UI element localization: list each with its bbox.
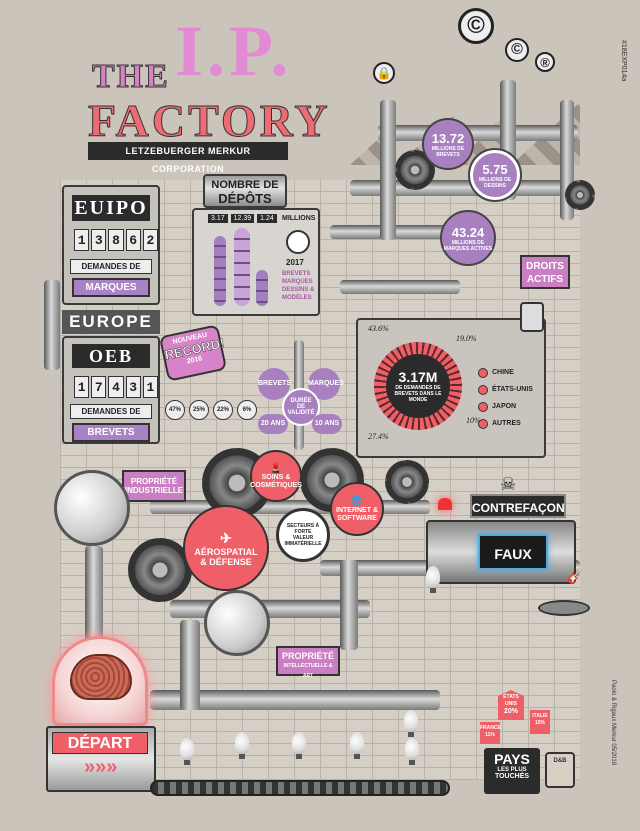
percent-badge: 47% (165, 400, 185, 420)
europe-label: EUROPE (62, 310, 160, 334)
country-japon: JAPON (492, 403, 517, 410)
validity-brevets: BREVETS (258, 368, 291, 400)
copyright-small-icon: © (505, 38, 529, 62)
depots-value-brevets: 3.17 (208, 214, 228, 223)
europe-percent-row: 47% 25% 22% 6% (165, 400, 257, 420)
depots-unit: MILLIONS (282, 215, 316, 222)
contrefacon-label: CONTREFAÇON (470, 494, 566, 518)
brevets-label: BREVETS (72, 423, 150, 442)
depots-year: 2017 (286, 258, 304, 267)
world-stat-dessins: 5.75 MILLIONS DE DESSINS (468, 148, 522, 202)
propriete-industrielle-label: PROPRIÉTÉ INDUSTRIELLE (122, 470, 186, 502)
world-patents-value: 3.17M (398, 369, 438, 385)
title-ip: I.P. (175, 11, 293, 91)
funnel (538, 600, 590, 616)
sector-internet: 🌐 INTERNET & SOFTWARE (330, 482, 384, 536)
percent-badge: 22% (213, 400, 233, 420)
validity-duree: DURÉE DE VALIDITÉ (282, 388, 320, 426)
pct-chine: 43.6% (368, 324, 389, 333)
bulb-icon (292, 732, 306, 759)
depart-arrows: »»» (84, 756, 118, 778)
copyright-icon: © (458, 8, 494, 44)
oeb-label: OEB (72, 344, 150, 368)
depots-value-marques: 12.39 (230, 214, 255, 223)
guitar-icon: 🎸 (566, 568, 584, 584)
bulb-icon (235, 732, 249, 759)
sector-aero: ✈ AÉROSPATIAL & DÉFENSE (183, 505, 269, 591)
corp-banner: LETZEBUERGER MERKUR CORPORATION (88, 142, 288, 174)
world-stat-marques: 43.24 MILLIONS DE MARQUES ACTIVES (440, 210, 496, 266)
country-etats-unis: ÉTATS-UNIS (492, 386, 533, 393)
country-autres: AUTRES (492, 420, 521, 427)
lock-icon: 🔒 (373, 62, 395, 84)
world-patents-label: DE DEMANDES DE BREVETS DANS LE MONDE (394, 385, 442, 403)
gramophone-sphere (204, 590, 270, 656)
marques-label: MARQUES (72, 278, 150, 297)
sector-center: SECTEURS À FORTE VALEUR IMMATÉRIELLE (276, 508, 330, 562)
glass-sphere (54, 470, 130, 546)
sector-soins: 💄 SOINS & COSMÉTIQUES (250, 450, 302, 502)
lever-icon (520, 302, 544, 332)
pct-japon: 10% (466, 416, 481, 425)
depots-value-dessins: 1.24 (257, 214, 277, 223)
side-code: #18EXP014a (620, 40, 627, 82)
pays-touches-box: PAYS LES PLUS TOUCHÉS (484, 748, 540, 794)
world-patents-dial: 3.17M DE DEMANDES DE BREVETS DANS LE MON… (374, 342, 462, 430)
bulb-icon (405, 738, 419, 765)
bags-icon: D&B (545, 752, 575, 788)
pct-etats-unis: 19.0% (456, 334, 477, 343)
depots-bead-brevets (214, 236, 226, 306)
faux-screen: FAUX (478, 534, 548, 570)
world-stat-brevets: 13.72 MILLIONS DE BREVETS (422, 118, 474, 170)
country-chine: CHINE (492, 369, 514, 376)
alarm-light-icon (438, 498, 452, 510)
euipo-label: EUIPO (72, 195, 150, 221)
conveyor-belt (150, 780, 450, 796)
brain-icon (70, 654, 132, 700)
bulb-icon (180, 738, 194, 765)
title-factory: FACTORY (88, 95, 331, 147)
percent-badge: 25% (189, 400, 209, 420)
depots-bead-dessins (256, 270, 268, 306)
gauge-icon (286, 230, 310, 254)
validity-marques-years: 10 ANS (312, 414, 342, 434)
propriete-intellectuelle-label: PROPRIÉTÉ INTELLECTUELLE & ART (276, 646, 340, 679)
bulb-icon (350, 732, 364, 759)
credits: Paolo & Rigaux Merkur 05/2018 (610, 680, 616, 766)
pct-autres: 27.4% (368, 432, 389, 441)
bulb-icon (426, 566, 440, 593)
country-list: CHINE ÉTATS-UNIS JAPON AUTRES (478, 364, 533, 432)
demandes-de-brevets-label: DEMANDES DE (70, 404, 152, 419)
world-patents-panel: 43.6% 19.0% 10% 27.4% 3.17M DE DEMANDES … (356, 318, 546, 458)
title-the: THE (92, 58, 170, 96)
depots-bead-marques (234, 228, 250, 306)
validity-brevets-years: 20 ANS (258, 414, 288, 434)
bulb-icon (404, 710, 418, 737)
registered-icon: ® (535, 52, 555, 72)
depart-label: DÉPART (52, 732, 148, 754)
demandes-de-marques-label: DEMANDES DE (70, 259, 152, 274)
percent-badge: 6% (237, 400, 257, 420)
skull-icon: ☠ (500, 474, 517, 494)
